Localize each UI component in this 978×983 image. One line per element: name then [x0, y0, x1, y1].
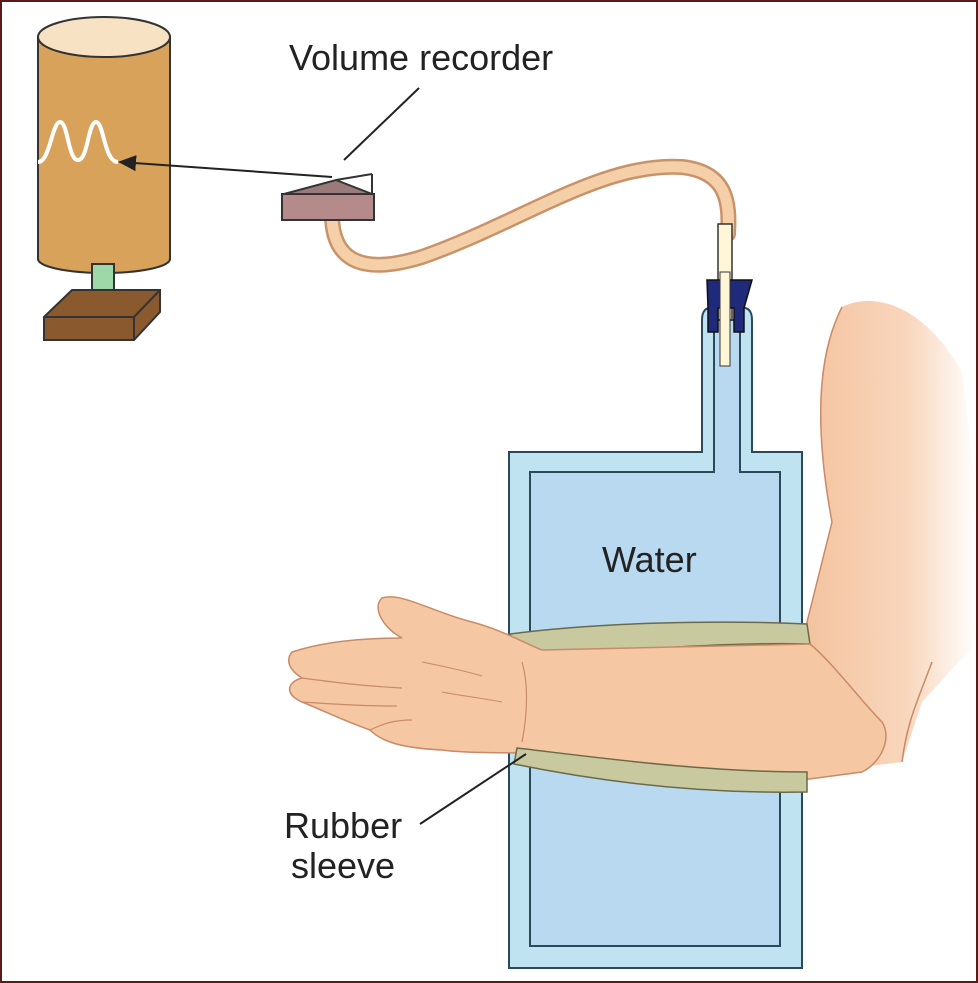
drum-bottom-fill: [39, 242, 169, 258]
water-label: Water: [602, 539, 697, 580]
connecting-tube: [326, 161, 734, 271]
rubber-sleeve-pointer: [419, 753, 527, 825]
rubber-sleeve-label-line1: Rubber: [284, 805, 403, 846]
glass-tube-front: [719, 271, 731, 367]
volume-recorder-pointer: [343, 87, 420, 161]
volume-recorder-device: [281, 173, 375, 221]
recording-arrow: [118, 155, 333, 178]
upper-arm: [802, 301, 976, 772]
drum-base: [43, 289, 161, 341]
drum-top: [37, 16, 171, 58]
rubber-sleeve-label: Rubber sleeve: [284, 806, 402, 886]
drum-body: [37, 36, 171, 260]
recorded-wave-trace: [37, 119, 119, 164]
kymograph-drum: [37, 16, 171, 274]
rubber-sleeve-label-line2: sleeve: [291, 845, 396, 886]
volume-recorder-label: Volume recorder: [289, 37, 554, 78]
rubber-sleeve-bottom: [513, 747, 808, 793]
